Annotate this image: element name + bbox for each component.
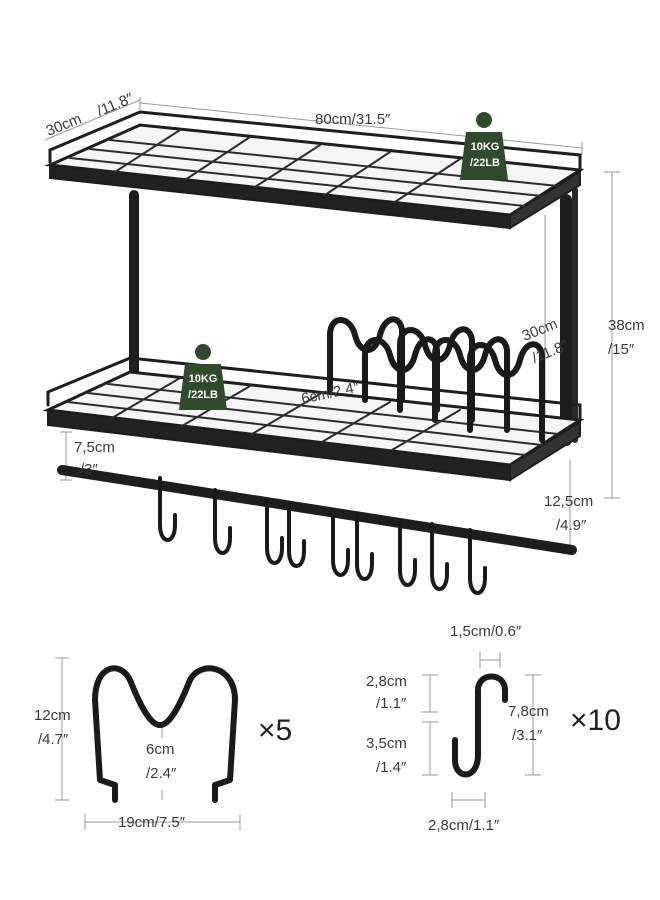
hook-width-label: 2,8cm/1.1″: [428, 817, 500, 834]
hook-height-in: /3.1″: [512, 727, 543, 744]
weight-badge-bottom: [179, 344, 227, 410]
divider-inner-cm: 6cm: [146, 741, 175, 758]
divider-inner-in: /2.4″: [146, 765, 177, 782]
width-label: 80cm/31.5″: [315, 111, 391, 128]
hook-bottom-in: /1.4″: [376, 759, 407, 776]
divider-width-label: 19cm/7.5″: [118, 814, 186, 831]
bar-gap-label-in: /3″: [80, 461, 98, 478]
bottom-load-kg: 10KG: [188, 373, 218, 385]
rack-frame: [42, 110, 585, 595]
top-load-lb: /22LB: [470, 157, 500, 169]
hook-quantity: ×10: [570, 704, 621, 737]
hook-wire-label: 1,5cm/0.6″: [450, 623, 522, 640]
bar-drop-label-in: /4.9″: [556, 517, 587, 534]
divider-height-in: /4.7″: [38, 731, 69, 748]
bar-drop-label-cm: 12,5cm: [544, 493, 594, 510]
s-hook-illustration: [452, 673, 508, 778]
height-label-in: /15″: [608, 341, 635, 358]
divider-height-cm: 12cm: [34, 707, 71, 724]
hook-bottom-cm: 3,5cm: [366, 735, 407, 752]
weight-badge-top: [460, 112, 508, 180]
top-load-kg: 10KG: [470, 141, 500, 153]
hook-height-cm: 7,8cm: [508, 703, 549, 720]
height-label-cm: 38cm: [608, 317, 645, 334]
divider-quantity: ×5: [258, 714, 293, 747]
bottom-load-lb: /22LB: [188, 389, 218, 401]
dimension-lines: [44, 97, 620, 830]
hook-top-cm: 2,8cm: [366, 673, 407, 690]
pan-divider-illustration: [92, 665, 238, 803]
bar-gap-label-cm: 7,5cm: [74, 439, 115, 456]
hook-top-in: /1.1″: [376, 695, 407, 712]
